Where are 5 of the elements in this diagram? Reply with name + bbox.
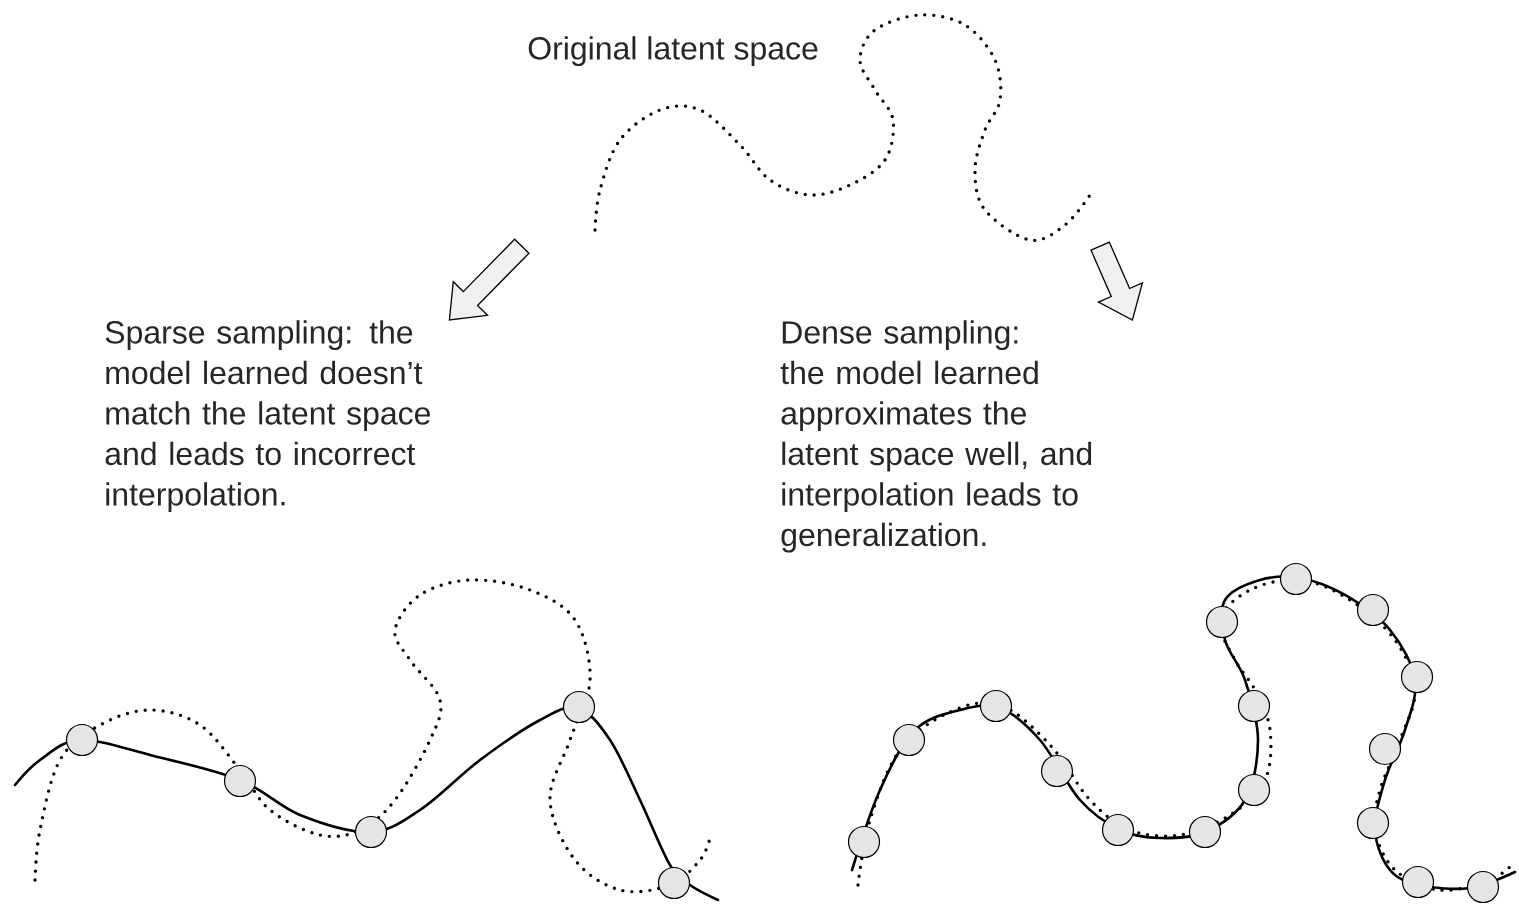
caption-text: Sparse sampling: the model learned doesn’t match the latent space and leads to incorrect interpolation. bbox=[105, 320, 430, 512]
block-arrow bbox=[1090, 241, 1144, 321]
caption-text: Original latent space bbox=[528, 36, 818, 66]
block-arrow bbox=[448, 238, 530, 321]
caption-text: Dense sampling: the model learned approximates the latent space well, and interpolation leads to generalization. bbox=[780, 320, 1092, 553]
